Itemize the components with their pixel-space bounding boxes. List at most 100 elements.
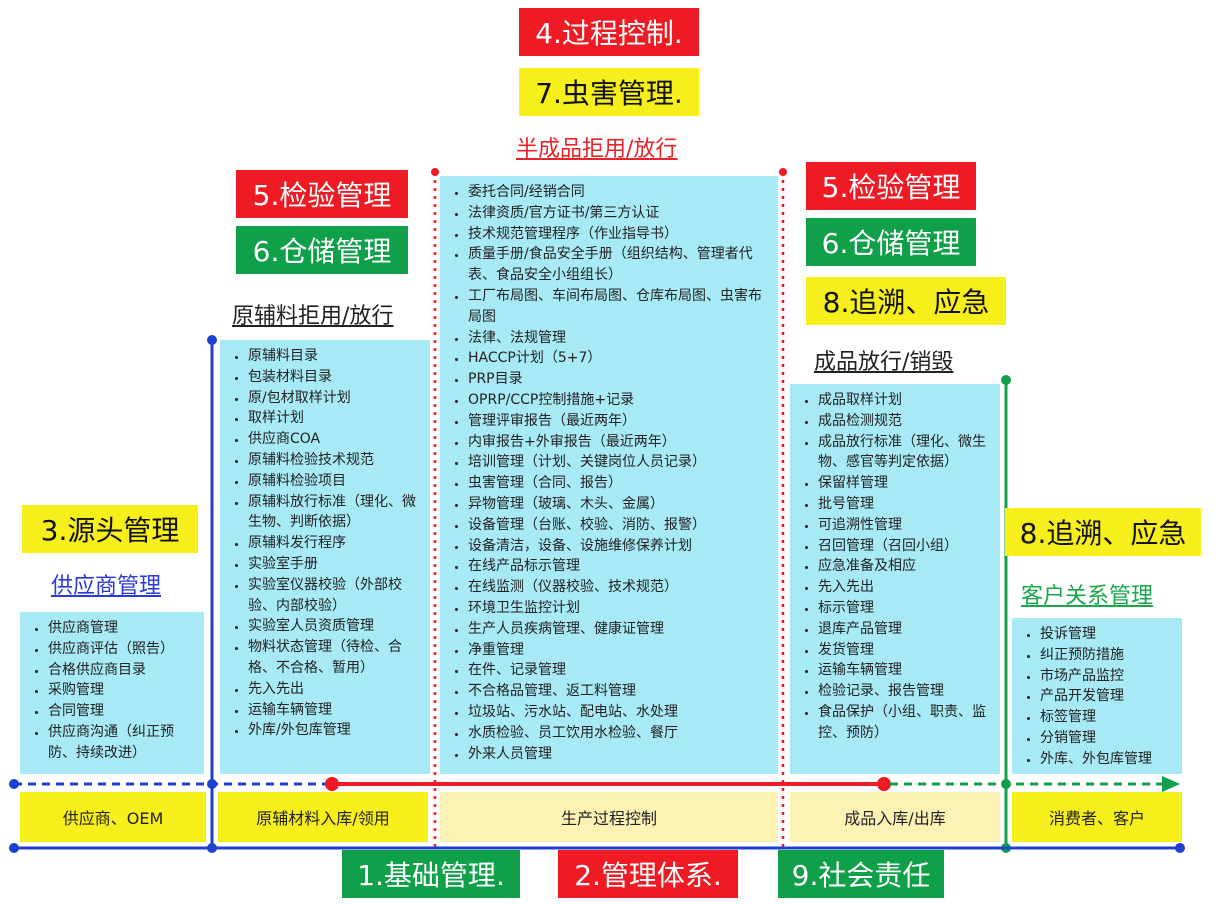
list-item: 水质检验、员工饮用水检验、餐厅 [468,723,772,744]
list-item: 应急准备及相应 [818,556,994,577]
list-item: 虫害管理（合同、报告） [468,473,772,494]
list-item: 保留样管理 [818,473,994,494]
stage-raw-material: 原辅材料入库/领用 [218,792,428,842]
list-item: 工厂布局图、车间布局图、仓库布局图、虫害布局图 [468,286,772,328]
list-item: 外来人员管理 [468,744,772,765]
list-item: 物料状态管理（待检、合格、不合格、暂用） [248,637,424,679]
list-item: 分销管理 [1040,728,1176,749]
finished-product-heading: 成品放行/销毁 [814,350,954,375]
base-axis-start-node [9,843,19,853]
list-item: 先入先出 [248,679,424,700]
list-item: 运输车辆管理 [818,660,994,681]
list-item: 合同管理 [48,701,198,722]
semi-product-heading: 半成品拒用/放行 [516,137,678,162]
supplier-list-box: 供应商管理 供应商评估（照告） 合格供应商目录 采购管理 合同管理 供应商沟通（… [20,612,204,774]
flow-arrow-head [1162,776,1180,792]
list-item: 外库/外包库管理 [248,720,424,741]
list-item: 异物管理（玻璃、木头、金属） [468,494,772,515]
base-axis-end-node [1175,843,1185,853]
list-item: 原/包材取样计划 [248,388,424,409]
list-item: 供应商管理 [48,618,198,639]
list-item: 培训管理（计划、关键岗位人员记录） [468,452,772,473]
supplier-management-heading: 供应商管理 [51,574,162,599]
left-red-node [431,168,439,176]
management-system-tag: 2.管理体系. [558,850,738,898]
list-item: 环境卫生监控计划 [468,598,772,619]
list-item: 垃圾站、污水站、配电站、水处理 [468,702,772,723]
source-management-tag: 3.源头管理 [22,505,198,553]
list-item: 实验室仪器校验（外部校验、内部校验） [248,575,424,617]
stage-production: 生产过程控制 [440,792,778,842]
list-item: 原辅料检验项目 [248,471,424,492]
list-item: 产品开发管理 [1040,686,1176,707]
list-item: OPRP/CCP控制措施+记录 [468,390,772,411]
list-item: 食品保护（小组、职责、监控、预防） [818,702,994,744]
left-inspection-tag: 5.检验管理 [236,170,408,218]
basic-management-tag: 1.基础管理. [342,850,520,898]
customer-list-box: 投诉管理 纠正预防措施 市场产品监控 产品开发管理 标签管理 分销管理 外库、外… [1012,618,1182,774]
list-item: 管理评审报告（最近两年） [468,411,772,432]
list-item: 在线监测（仪器校验、技术规范） [468,577,772,598]
stage-consumer: 消费者、客户 [1012,792,1182,842]
flow-start-node [9,779,19,789]
finished-product-list-box: 成品取样计划 成品检测规范 成品放行标准（理化、微生物、感官等判定依据） 保留样… [790,384,1000,774]
list-item: 外库、外包库管理 [1040,749,1176,770]
right-inspection-tag: 5.检验管理 [806,162,976,210]
list-item: 原辅料发行程序 [248,533,424,554]
list-item: 批号管理 [818,494,994,515]
list-item: 供应商COA [248,429,424,450]
right-trace-tag: 8.追溯、应急 [806,277,1006,325]
list-item: 法律资质/官方证书/第三方认证 [468,203,772,224]
list-item: 设备清洁，设备、设施维修保养计划 [468,536,772,557]
list-item: 实验室手册 [248,554,424,575]
list-item: 运输车辆管理 [248,700,424,721]
right-storage-tag: 6.仓储管理 [806,218,976,266]
stage-supplier: 供应商、OEM [20,792,206,842]
list-item: 标签管理 [1040,707,1176,728]
list-item: 委托合同/经销合同 [468,182,772,203]
list-item: 技术规范管理程序（作业指导书） [468,224,772,245]
list-item: 在线产品标示管理 [468,556,772,577]
customer-list: 投诉管理 纠正预防措施 市场产品监控 产品开发管理 标签管理 分销管理 外库、外… [1020,624,1176,770]
list-item: 标示管理 [818,598,994,619]
flow-red-node-left [325,777,339,791]
list-item: 成品放行标准（理化、微生物、感官等判定依据） [818,432,994,474]
list-item: 不合格品管理、返工料管理 [468,681,772,702]
list-item: 供应商沟通（纠正预防、持续改进） [48,722,198,764]
raw-material-heading: 原辅料拒用/放行 [232,304,394,329]
raw-material-list: 原辅料目录 包装材料目录 原/包材取样计划 取样计划 供应商COA 原辅料检验技… [228,346,424,741]
list-item: 质量手册/食品安全手册（组织结构、管理者代表、食品安全小组组长） [468,244,772,286]
flow-red-node-right [877,777,891,791]
list-item: 投诉管理 [1040,624,1176,645]
raw-material-list-box: 原辅料目录 包装材料目录 原/包材取样计划 取样计划 供应商COA 原辅料检验技… [220,340,430,774]
list-item: 法律、法规管理 [468,328,772,349]
list-item: 净重管理 [468,640,772,661]
list-item: 召回管理（召回小组） [818,536,994,557]
finished-product-list: 成品取样计划 成品检测规范 成品放行标准（理化、微生物、感官等判定依据） 保留样… [798,390,994,744]
list-item: 可追溯性管理 [818,515,994,536]
list-item: 实验室人员资质管理 [248,616,424,637]
list-item: 先入先出 [818,577,994,598]
list-item: 合格供应商目录 [48,660,198,681]
list-item: 包装材料目录 [248,367,424,388]
list-item: 发货管理 [818,640,994,661]
list-item: 供应商评估（照告） [48,639,198,660]
production-list-box: 委托合同/经销合同 法律资质/官方证书/第三方认证 技术规范管理程序（作业指导书… [440,176,778,774]
pest-management-tag: 7.虫害管理. [519,68,699,116]
social-responsibility-tag: 9.社会责任 [778,850,944,898]
list-item: 成品取样计划 [818,390,994,411]
consumer-trace-tag: 8.追溯、应急 [1005,508,1201,556]
production-list: 委托合同/经销合同 法律资质/官方证书/第三方认证 技术规范管理程序（作业指导书… [448,182,772,764]
right-green-node-top [1001,375,1011,385]
list-item: 原辅料目录 [248,346,424,367]
list-item: 原辅料检验技术规范 [248,450,424,471]
list-item: 生产人员疾病管理、健康证管理 [468,619,772,640]
list-item: 检验记录、报告管理 [818,681,994,702]
list-item: 成品检测规范 [818,411,994,432]
list-item: 纠正预防措施 [1040,645,1176,666]
process-control-tag: 4.过程控制. [519,8,699,56]
customer-relationship-heading: 客户关系管理 [1021,584,1154,609]
left-blue-node-top [207,335,217,345]
list-item: 在件、记录管理 [468,660,772,681]
